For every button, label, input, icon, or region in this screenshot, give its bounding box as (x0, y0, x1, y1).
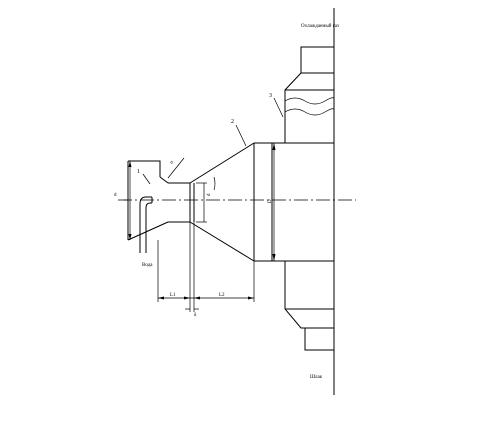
dimension-throat (196, 182, 207, 223)
dimension-lengths (157, 222, 255, 312)
label-throat: d (207, 193, 212, 196)
callout-2: 2 (231, 119, 234, 125)
callout-1: 1 (137, 169, 140, 175)
label-delta: δ (194, 313, 197, 318)
vessel-wall (254, 8, 335, 395)
label-left-axis: d (114, 193, 117, 198)
dimension-diameter (272, 142, 276, 261)
inlet-assembly (127, 160, 161, 253)
dimension-angle (167, 157, 216, 191)
label-water: Вода (142, 263, 153, 268)
label-diameter: D (268, 199, 273, 203)
callout-3: 3 (269, 93, 272, 99)
cone-body (127, 142, 273, 262)
label-angle: α (169, 160, 175, 165)
label-l1: L1 (170, 293, 176, 298)
label-l2: L2 (219, 293, 225, 298)
label-slag: Шлак (310, 375, 323, 380)
callout-leaders (142, 97, 284, 185)
label-cooled-gas: Охлаждаемый газ (301, 24, 339, 29)
dimension-small-diameter (128, 161, 132, 240)
